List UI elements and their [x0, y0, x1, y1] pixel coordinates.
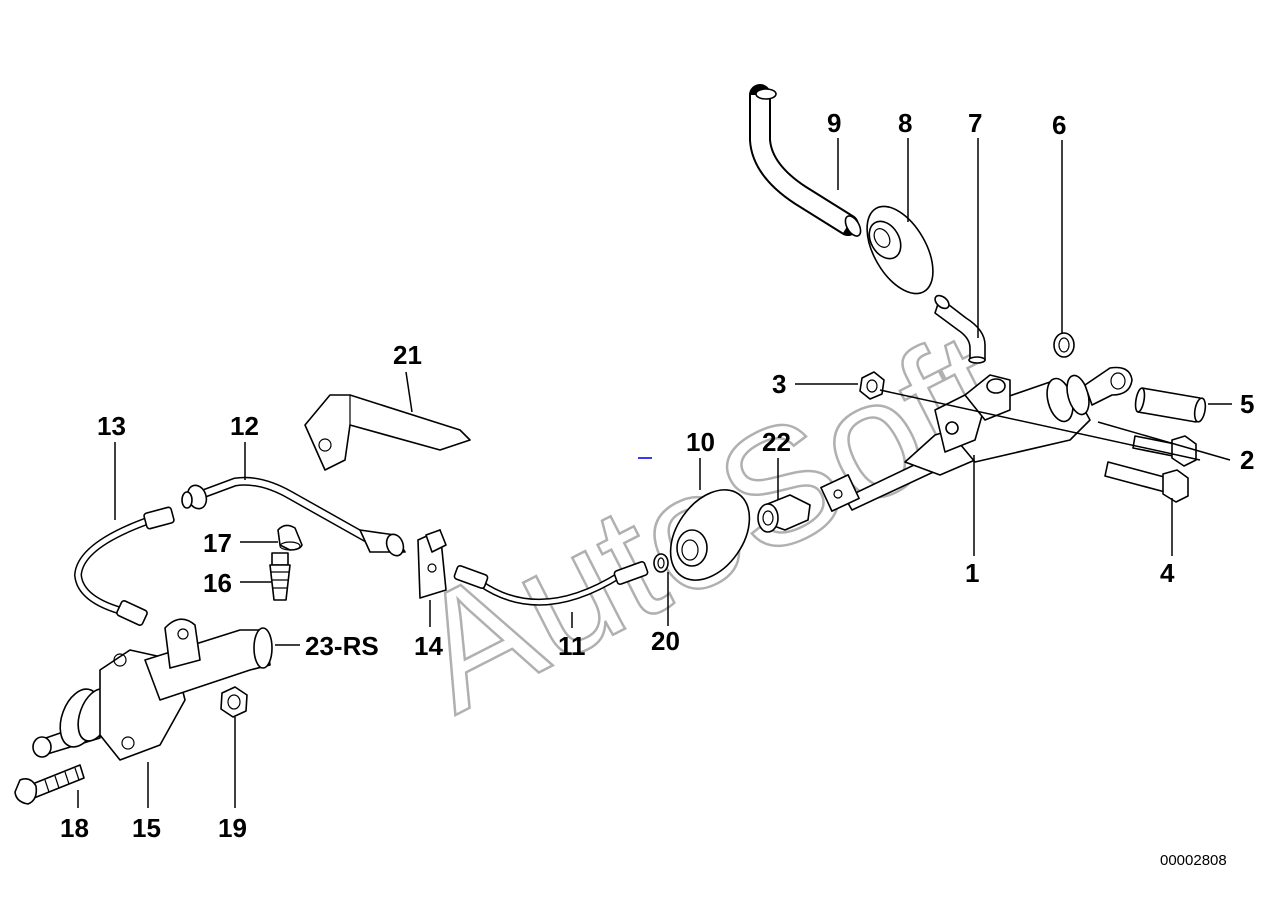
part-1-master-cylinder [820, 366, 1133, 512]
callout-17: 17 [203, 528, 232, 558]
part-11-hose [453, 560, 649, 606]
part-6-clip [1053, 332, 1075, 358]
document-number: 00002808 [1160, 852, 1227, 869]
part-18-bolt [14, 764, 85, 805]
part-22-fitting [757, 494, 811, 533]
leader-lines [77, 138, 1232, 808]
part-10-grommet [669, 489, 751, 581]
callout-14: 14 [414, 631, 443, 661]
part-21-bracket [304, 394, 471, 471]
part-9-hose [749, 84, 862, 237]
part-12-line [181, 476, 406, 557]
callout-20: 20 [651, 626, 680, 656]
callout-8: 8 [898, 108, 912, 138]
callout-labels: 9 8 7 6 3 5 2 22 10 21 13 12 17 16 1 4 2… [60, 108, 1254, 843]
part-5-pin [1134, 387, 1207, 423]
callout-10: 10 [686, 427, 715, 457]
part-7-elbow-fitting [934, 294, 986, 364]
callout-6: 6 [1052, 110, 1066, 140]
callout-16: 16 [203, 568, 232, 598]
part-19-nut [220, 686, 248, 718]
part-14-bracket [417, 529, 447, 599]
part-8-cap [866, 205, 934, 295]
callout-11: 11 [558, 631, 586, 661]
callout-1: 1 [965, 558, 979, 588]
callout-3: 3 [772, 369, 786, 399]
part-17-bleeder-cap [277, 524, 303, 551]
callout-21: 21 [393, 340, 422, 370]
part-4-bolt [1104, 461, 1189, 503]
callout-23-rs: 23-RS [305, 631, 379, 661]
callout-15: 15 [132, 813, 161, 843]
callout-7: 7 [968, 108, 982, 138]
callout-4: 4 [1160, 558, 1175, 588]
callout-5: 5 [1240, 389, 1254, 419]
part-2-bolt [1132, 435, 1197, 467]
callout-9: 9 [827, 108, 841, 138]
callout-13: 13 [97, 411, 126, 441]
part-3-nut [859, 371, 885, 400]
part-20-washer [653, 553, 669, 573]
callout-18: 18 [60, 813, 89, 843]
part-13-hose [73, 506, 175, 626]
callout-12: 12 [230, 411, 259, 441]
callout-22: 22 [762, 427, 791, 457]
callout-19: 19 [218, 813, 247, 843]
part-16-bleeder-screw [269, 552, 291, 601]
part-15-slave-cylinder [32, 618, 273, 761]
callout-2: 2 [1240, 445, 1254, 475]
